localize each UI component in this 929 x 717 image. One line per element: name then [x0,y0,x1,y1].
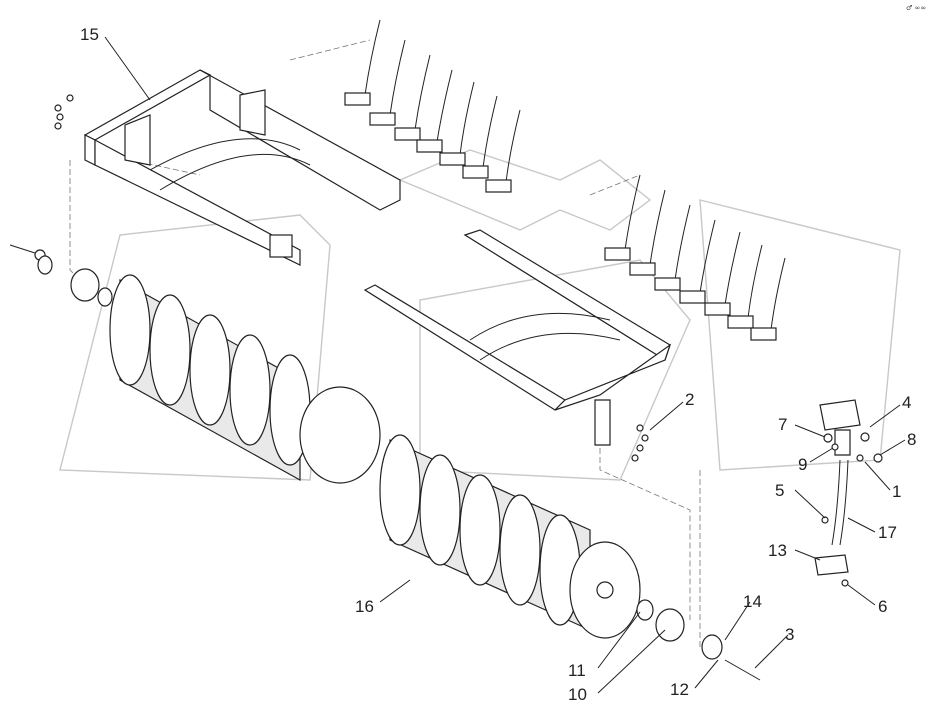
callout-6: 6 [878,597,887,616]
roller-center [379,434,641,639]
callout-3: 3 [785,625,794,644]
tine-row-right [604,174,786,341]
callout-4: 4 [902,393,911,412]
bearing-left [9,244,113,307]
callout-2: 2 [685,390,694,409]
callout-labels: 15 2 4 7 8 9 1 5 17 13 6 16 14 3 11 10 1… [80,25,916,704]
bolts-left [54,94,74,130]
callout-10: 10 [568,685,587,704]
callout-14: 14 [743,592,762,611]
frame-right [363,229,672,446]
tine-row-upper [344,19,521,193]
leader-lines [104,36,906,694]
callout-1: 1 [892,482,901,501]
roller-left [109,274,381,484]
callout-15: 15 [80,25,99,44]
tine-assembly [814,399,883,587]
callout-16: 16 [355,597,374,616]
callout-5: 5 [775,481,784,500]
callout-17: 17 [878,523,897,542]
callout-8: 8 [907,430,916,449]
callout-13: 13 [768,541,787,560]
bearing-right [636,599,761,681]
callout-12: 12 [670,680,689,699]
callout-11: 11 [568,661,586,680]
callout-9: 9 [798,455,807,474]
corner-mark: ♂ ∞∞ [906,4,926,12]
frame-left [83,69,401,266]
bolts-center [631,424,649,462]
callout-7: 7 [778,415,787,434]
tube-end [269,234,293,258]
